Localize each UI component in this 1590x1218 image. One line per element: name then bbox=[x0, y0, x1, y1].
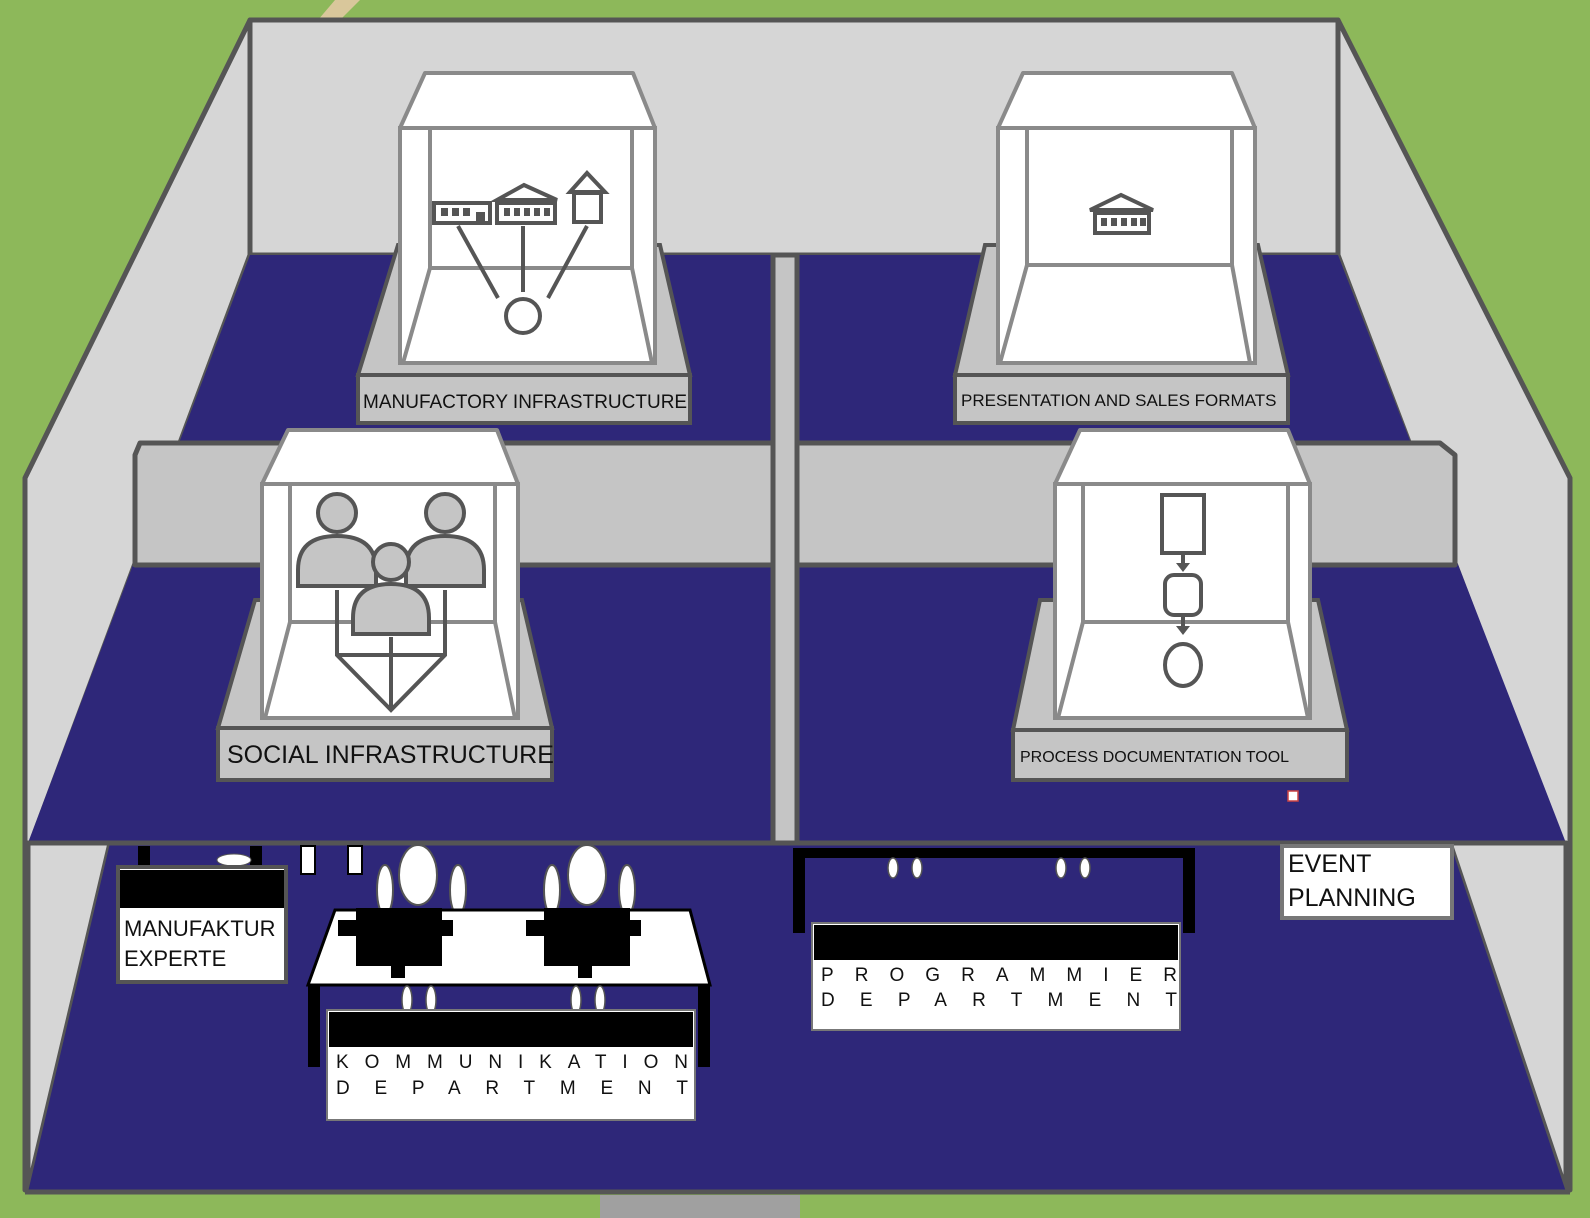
room-process-documentation: PROCESS DOCUMENTATION TOOL bbox=[1010, 428, 1350, 782]
path-strip bbox=[318, 0, 360, 20]
connector-line bbox=[546, 225, 589, 299]
desk-top bbox=[793, 848, 1195, 858]
person-figure bbox=[376, 844, 467, 916]
connector-line bbox=[456, 225, 500, 299]
computer-monitor-icon bbox=[526, 908, 641, 978]
room-label-presentation: PRESENTATION AND SALES FORMATS bbox=[961, 391, 1277, 410]
room-label-plate bbox=[216, 726, 554, 782]
person-legs bbox=[1055, 857, 1067, 879]
sign-header-bar bbox=[120, 870, 284, 908]
room-box-top bbox=[260, 428, 520, 486]
room-label-plate bbox=[1011, 728, 1349, 782]
person-figure bbox=[216, 853, 252, 867]
process-flow-icon bbox=[1160, 493, 1206, 688]
desk-leg bbox=[698, 985, 710, 1067]
person-legs bbox=[887, 857, 899, 879]
room-box-top bbox=[996, 71, 1257, 130]
room-box-floor bbox=[1055, 620, 1311, 720]
sign-board bbox=[1280, 844, 1454, 920]
person-legs bbox=[911, 857, 923, 879]
station-manufaktur-experte: MANUFAKTUR EXPERTE bbox=[116, 845, 363, 984]
center-divider bbox=[770, 252, 800, 846]
ground-path bbox=[600, 1195, 800, 1218]
desk-leg bbox=[347, 845, 363, 875]
room-label-plate bbox=[356, 373, 692, 425]
room-presentation-and-sales: PRESENTATION AND SALES FORMATS bbox=[952, 71, 1291, 425]
hub-circle-icon bbox=[504, 297, 542, 335]
room-box-floor bbox=[400, 266, 655, 365]
desk-leg bbox=[138, 846, 150, 866]
sign-text-line1: EVENT bbox=[1288, 850, 1371, 878]
desk-leg bbox=[308, 985, 320, 1067]
house-icon bbox=[565, 170, 610, 224]
sign-header-bar bbox=[814, 925, 1178, 960]
desk-leg bbox=[300, 845, 316, 875]
room-label-process: PROCESS DOCUMENTATION TOOL bbox=[1020, 749, 1289, 766]
warehouse-icon bbox=[1089, 192, 1154, 235]
person-legs bbox=[1079, 857, 1091, 879]
small-marker-icon bbox=[1287, 790, 1299, 802]
room-label-plate bbox=[953, 373, 1290, 425]
desk-leg bbox=[250, 846, 262, 866]
room-box-top bbox=[398, 71, 657, 130]
station-programmier-department: PROGRAMMIER DEPARTMENT bbox=[793, 848, 1195, 1031]
desk-leg bbox=[1183, 848, 1195, 933]
sign-text-line1: MANUFAKTUR bbox=[124, 916, 276, 941]
room-box-top bbox=[1053, 428, 1312, 486]
computer-monitor-icon bbox=[338, 908, 453, 978]
desk-leg bbox=[793, 848, 805, 933]
room-manufactory-infrastructure: MANUFACTORY INFRASTRUCTURE bbox=[355, 71, 693, 425]
room-label-manufactory: MANUFACTORY INFRASTRUCTURE bbox=[363, 392, 687, 413]
station-kommunikation-department: KOMMUNIKATION DEPARTMENT bbox=[305, 844, 712, 1121]
factory-icon bbox=[432, 201, 492, 225]
room-label-social: SOCIAL INFRASTRUCTURE bbox=[227, 741, 554, 769]
sign-text-line2: EXPERTE bbox=[124, 946, 226, 971]
room-social-infrastructure: SOCIAL INFRASTRUCTURE bbox=[215, 428, 555, 782]
warehouse-icon bbox=[489, 182, 558, 225]
sign-header-bar bbox=[329, 1012, 693, 1047]
station-event-planning: EVENT PLANNING bbox=[1280, 844, 1454, 920]
room-box-floor bbox=[997, 263, 1253, 365]
people-group-icon bbox=[296, 492, 486, 636]
hierarchy-lines-icon bbox=[335, 590, 447, 713]
sign-text-line2: PLANNING bbox=[1288, 884, 1416, 912]
